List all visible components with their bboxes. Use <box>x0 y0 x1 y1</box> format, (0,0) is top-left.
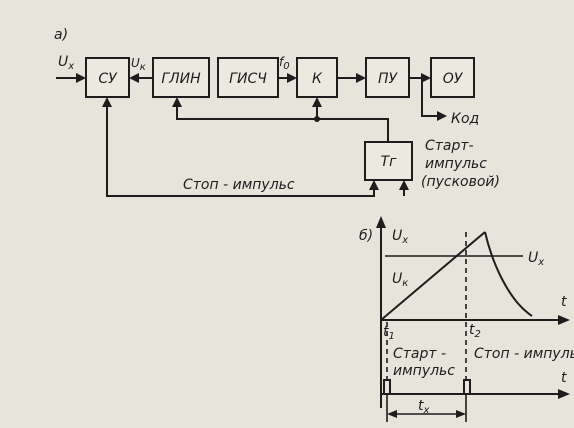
tx-right-arrow <box>456 410 466 418</box>
stop-pulse-label: Стоп - импульс <box>183 177 295 193</box>
tg-to-k-arrow <box>312 97 322 107</box>
block-tg-label: Тг <box>381 154 398 170</box>
tx-left-arrow <box>387 410 397 418</box>
block-ou-label: ОУ <box>443 71 464 87</box>
k-to-pu-arrow <box>356 73 366 83</box>
stop-pulse-line <box>106 107 375 197</box>
block-su <box>85 57 130 98</box>
block-ou <box>430 57 475 98</box>
uk-curve-label: Uк <box>392 271 408 289</box>
glin-to-su-arrow <box>129 73 139 83</box>
t-axis-bottom-arrow <box>558 389 570 399</box>
ux-level-label: Ux <box>528 250 544 268</box>
uk-ramp-curve <box>380 231 486 321</box>
start-pulse-label-1: Старт - <box>393 346 446 362</box>
start-label-line3: (пусковой) <box>421 174 500 190</box>
start-label-line1: Старт- <box>425 138 474 154</box>
tg-to-glin-arrow <box>172 97 182 107</box>
su-stop-arrow <box>102 97 112 107</box>
block-tg <box>364 141 413 181</box>
tg-to-glin-line <box>176 107 317 120</box>
tx-label: tx <box>418 398 430 416</box>
t-axis-top-arrow <box>558 315 570 325</box>
start-label-line2: импульс <box>425 156 487 172</box>
part-a-label: а) <box>54 27 68 43</box>
block-gisch <box>217 57 279 98</box>
block-glin <box>152 57 210 98</box>
y-axis-arrow <box>376 216 386 228</box>
kod-label: Код <box>451 111 479 127</box>
y-axis-label: Ux <box>392 228 408 246</box>
uk-decay-curve <box>484 231 533 317</box>
uk-signal-label: Uк <box>131 56 146 73</box>
gisch-to-k-arrow <box>287 73 297 83</box>
block-gisch-label: ГИСЧ <box>229 71 267 87</box>
f0-signal-label: f0 <box>279 55 290 72</box>
stop-to-tg-arrow <box>369 180 379 190</box>
stop-pulse-shape <box>463 379 471 394</box>
tg-feedback-line <box>317 118 389 142</box>
start-pulse-shape <box>383 379 391 394</box>
t2-label: t2 <box>469 322 481 340</box>
block-k-label: К <box>312 71 323 87</box>
t1-label: t1 <box>383 324 395 342</box>
block-pu-label: ПУ <box>378 71 399 87</box>
block-su-label: СУ <box>98 71 118 87</box>
start-to-tg-arrow <box>399 180 409 190</box>
part-b-label: б) <box>359 228 373 244</box>
t-axis-bottom-label: t <box>561 370 567 386</box>
pu-to-ou-arrow <box>421 73 431 83</box>
stop-pulse-label-b: Стоп - импульс <box>474 346 574 362</box>
input-ux-arrow <box>76 73 86 83</box>
block-glin-label: ГЛИН <box>161 71 201 87</box>
kod-output-line <box>421 78 438 117</box>
input-ux-label: Ux <box>58 54 74 72</box>
kod-output-arrow <box>437 111 447 121</box>
start-pulse-label-2: импульс <box>393 363 455 379</box>
t-axis-top-label: t <box>561 294 567 310</box>
